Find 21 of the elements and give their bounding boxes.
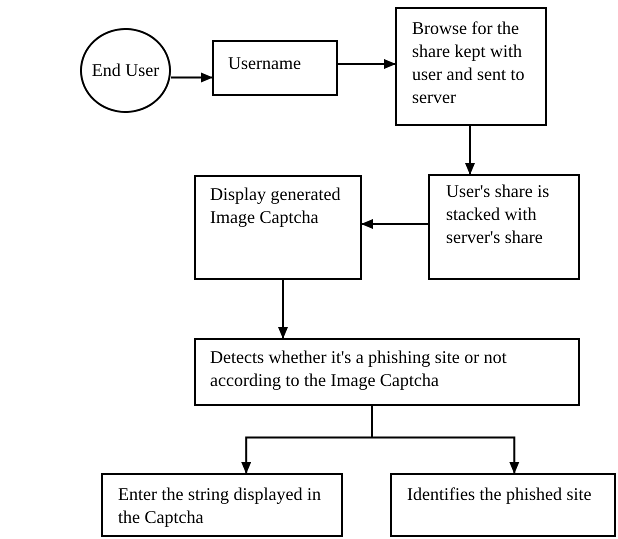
- process-box: [194, 338, 580, 406]
- arrow: [465, 126, 475, 175]
- node-text: End User: [92, 59, 160, 82]
- arrow: [278, 280, 288, 339]
- node-text: Enter the string displayed in the Captcha: [118, 483, 322, 529]
- node-text: Browse for the share kept with user and sent to server: [412, 17, 526, 109]
- node-text: Display generated Image Captcha: [210, 183, 342, 229]
- node-text: Username: [228, 52, 302, 75]
- arrow: [171, 72, 213, 82]
- process-box: [395, 7, 547, 126]
- node-text: Detects whether it's a phishing site or not according to the Image Captcha: [210, 346, 508, 392]
- arrow: [371, 406, 520, 474]
- process-box: [390, 473, 616, 537]
- node-text: Identifies the phished site: [407, 483, 592, 506]
- process-box: [194, 175, 362, 280]
- arrow: [361, 219, 428, 229]
- process-box: [101, 473, 343, 537]
- arrow: [338, 59, 396, 69]
- process-box: [428, 174, 580, 280]
- process-box: [212, 40, 338, 96]
- node-text: User's share is stacked with server's share: [446, 180, 550, 249]
